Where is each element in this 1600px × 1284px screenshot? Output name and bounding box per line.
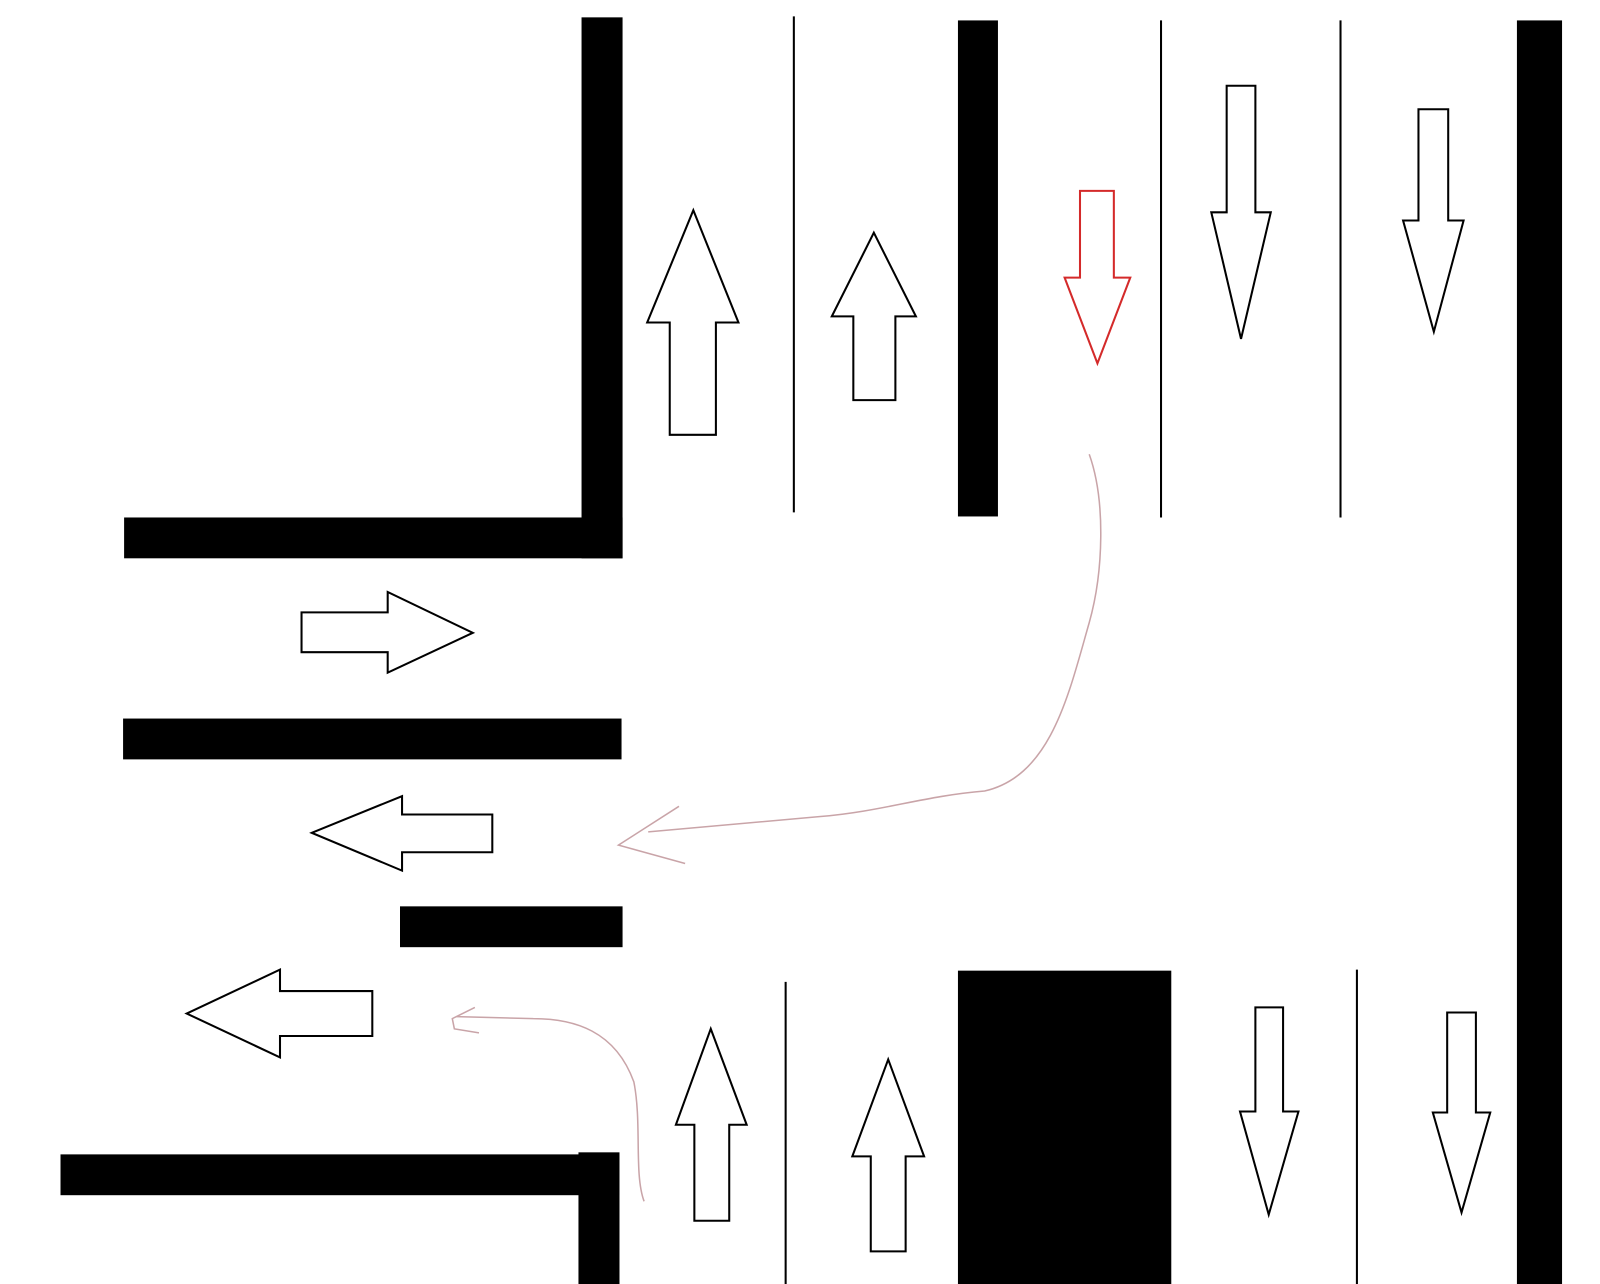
curb-east	[1516, 20, 1563, 1284]
turn-path-left	[648, 453, 1102, 833]
arrow-left-icon	[309, 794, 494, 873]
arrow-down-icon	[1401, 108, 1465, 336]
arrow-down-icon	[1209, 84, 1273, 340]
arrow-down-highlighted-icon	[1063, 189, 1132, 367]
arrow-up-icon	[830, 230, 918, 402]
arrow-up-icon	[645, 207, 740, 436]
arrow-down-icon	[1431, 1011, 1492, 1217]
curb-south-west-vertical	[578, 1152, 620, 1284]
median-west-upper	[123, 718, 622, 760]
median-west-lower	[400, 906, 623, 948]
arrow-up-icon	[850, 1056, 926, 1253]
arrow-right-icon	[300, 590, 476, 675]
curb-south-west-horizontal	[60, 1154, 620, 1196]
arrow-down-icon	[1238, 1006, 1300, 1219]
turn-path-left-arrowhead-icon	[616, 805, 686, 865]
median-south-block	[957, 970, 1172, 1284]
arrow-left-icon	[184, 968, 374, 1060]
turn-path-right-arrowhead-icon	[451, 1006, 480, 1034]
curb-north-west-vertical	[581, 17, 623, 559]
turn-path-right	[456, 1015, 645, 1202]
arrow-up-icon	[674, 1025, 749, 1222]
median-north	[957, 20, 998, 517]
curb-north-west-horizontal	[124, 517, 623, 559]
